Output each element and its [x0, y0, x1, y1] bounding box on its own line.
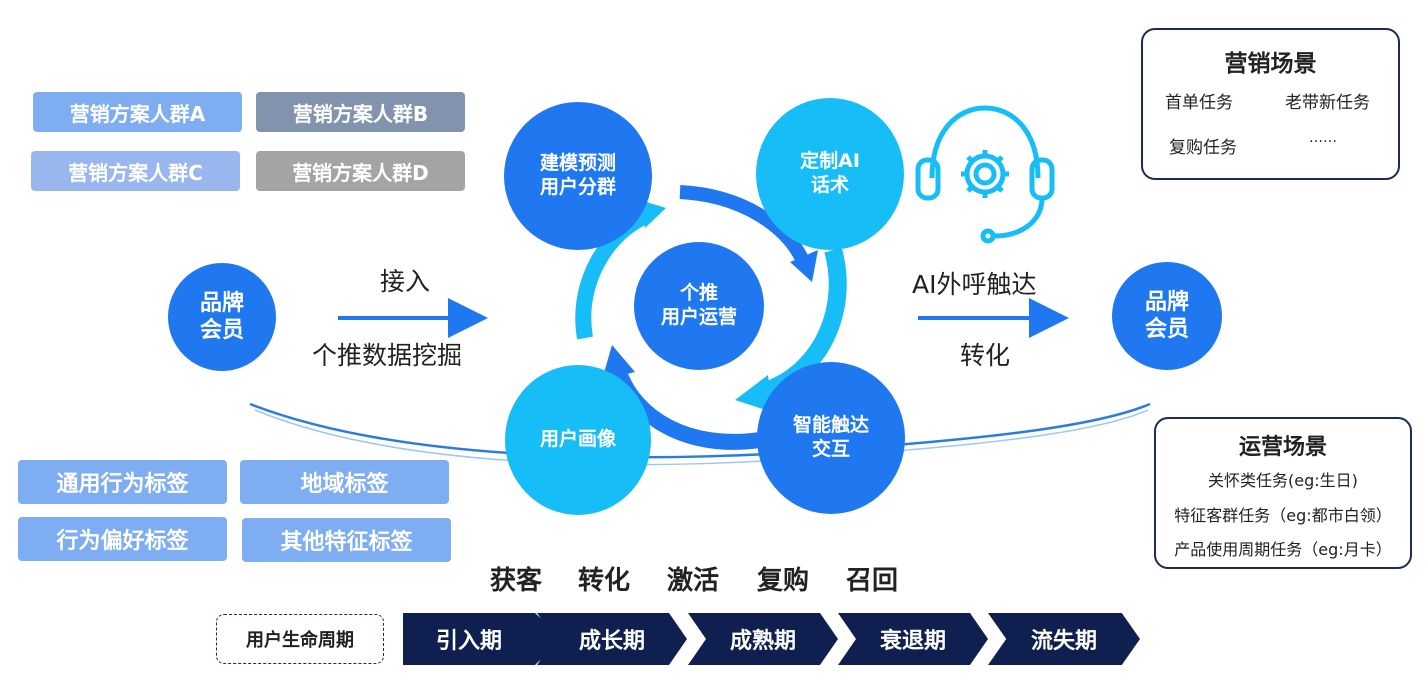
- ops-scenes-box: 运营场景 关怀类任务(eg:生日) 特征客群任务（eg:都市白领） 产品使用周期…: [1154, 417, 1412, 569]
- brand-member-left-line2: 会员: [199, 318, 244, 343]
- tag-chip-preference: 行为偏好标签: [18, 517, 227, 561]
- stage-growth: 成长期: [537, 613, 687, 665]
- cycle-modeling: 建模预测 用户分群: [504, 102, 652, 250]
- tag-chip-other-features: 其他特征标签: [242, 518, 451, 562]
- tag-chip-region: 地域标签: [240, 460, 449, 504]
- cycle-smart-reach: 智能触达 交互: [757, 362, 905, 514]
- cycle-center-line2: 用户运营: [660, 306, 737, 328]
- ops-scene-item: 特征客群任务（eg:都市白领）: [1174, 506, 1392, 525]
- cycle-center-line1: 个推: [679, 282, 718, 305]
- brand-member-right: 品牌 会员: [1112, 262, 1222, 370]
- crowd-chip-b: 营销方案人群B: [256, 92, 465, 132]
- ops-scene-item: 关怀类任务(eg:生日): [1208, 471, 1358, 490]
- brand-member-right-line1: 品牌: [1144, 289, 1189, 315]
- data-mining-label: 个推数据挖掘: [312, 341, 463, 370]
- marketing-scene-item: 复购任务: [1169, 138, 1237, 158]
- cycle-ai-script-line1: 定制AI: [800, 150, 860, 173]
- cycle-arrow-top-right: [679, 185, 813, 271]
- marketing-scene-item: 老带新任务: [1285, 93, 1370, 113]
- cycle-center: 个推 用户运营: [634, 242, 764, 370]
- cycle-smart-reach-line2: 交互: [811, 438, 850, 460]
- ai-call-label: AI外呼触达: [912, 270, 1037, 299]
- stage-intro: 引入期: [403, 613, 535, 665]
- headset-gear-icon: [915, 105, 1055, 244]
- goal-activate: 激活: [667, 566, 720, 596]
- cycle-ai-script-line2: 话术: [810, 174, 849, 196]
- stage-decline: 衰退期: [838, 613, 988, 665]
- access-label: 接入: [380, 267, 431, 296]
- cycle-modeling-line1: 建模预测: [539, 152, 616, 175]
- stage-mature: 成熟期: [688, 613, 838, 665]
- marketing-scene-item: ……: [1309, 130, 1337, 146]
- lifecycle-label: 用户生命周期: [216, 614, 384, 664]
- cycle-modeling-line2: 用户分群: [539, 176, 616, 198]
- marketing-scene-item: 首单任务: [1165, 93, 1233, 113]
- goal-repurchase: 复购: [757, 566, 810, 596]
- crowd-chip-d: 营销方案人群D: [256, 151, 465, 191]
- cycle-smart-reach-line1: 智能触达: [792, 414, 869, 437]
- cycle-user-profile-line1: 用户画像: [539, 428, 616, 451]
- crowd-chip-a: 营销方案人群A: [33, 92, 242, 132]
- tag-chip-general-behavior: 通用行为标签: [18, 460, 227, 504]
- conversion-label: 转化: [960, 341, 1011, 370]
- goal-convert: 转化: [578, 566, 631, 596]
- brand-member-right-line2: 会员: [1144, 317, 1189, 342]
- ops-scene-item: 产品使用周期任务（eg:月卡）: [1174, 540, 1392, 559]
- cycle-ai-script: 定制AI 话术: [756, 98, 904, 250]
- brand-member-left-line1: 品牌: [199, 290, 244, 316]
- ops-scenes-title: 运营场景: [1238, 435, 1327, 460]
- stage-chevron: [535, 613, 563, 665]
- crowd-chip-c: 营销方案人群C: [31, 151, 240, 191]
- goal-acquire: 获客: [490, 566, 543, 596]
- cycle-user-profile: 用户画像: [505, 365, 651, 515]
- marketing-scenes-title: 营销场景: [1224, 51, 1317, 77]
- marketing-scenes-box: 营销场景 首单任务 老带新任务 复购任务 ……: [1141, 28, 1400, 180]
- brand-member-left: 品牌 会员: [168, 263, 276, 371]
- goal-recall: 召回: [846, 566, 899, 596]
- stage-churn: 流失期: [988, 613, 1140, 665]
